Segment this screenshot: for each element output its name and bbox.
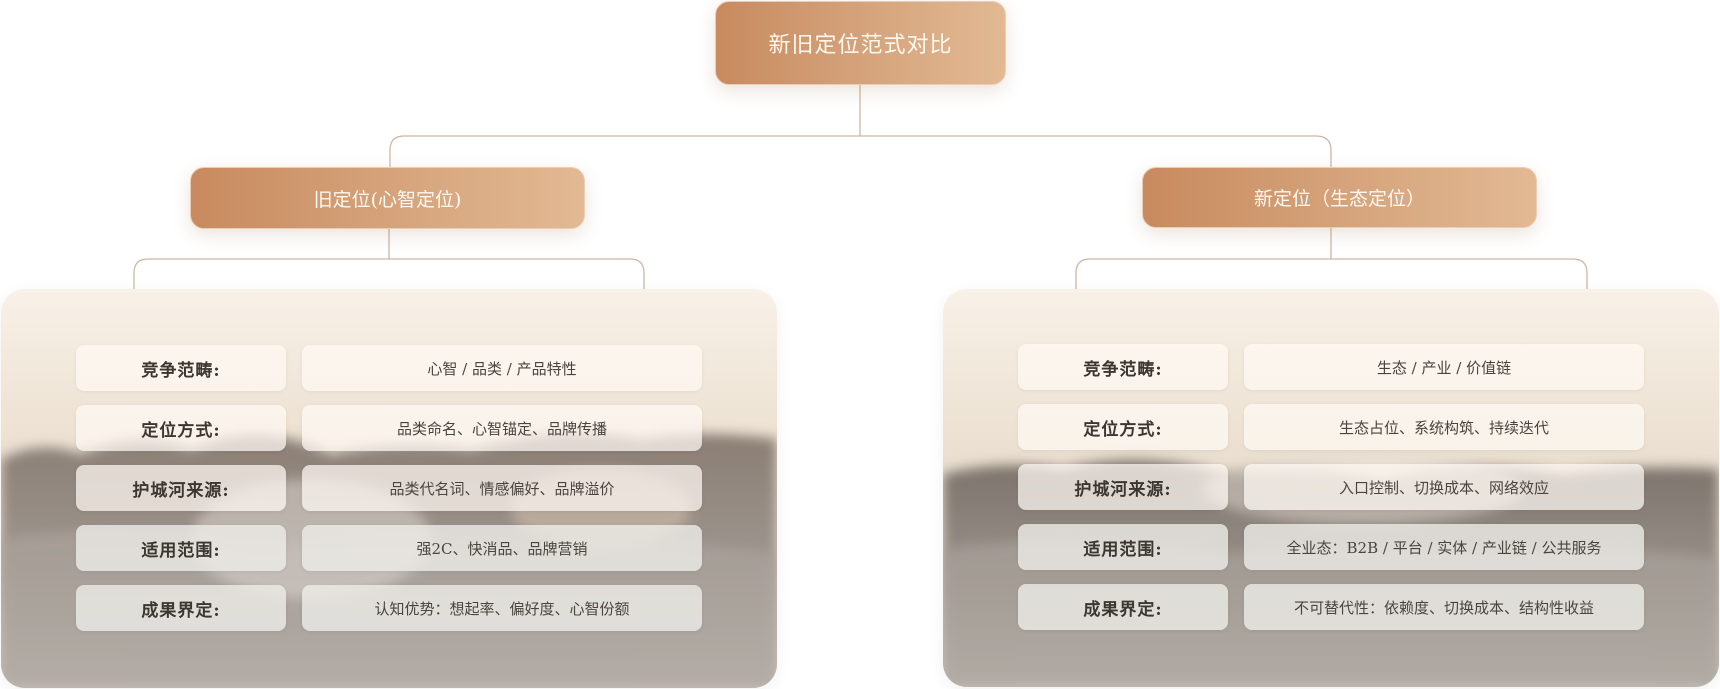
row-value: 强2C、快消品、品牌营销 [302, 525, 702, 571]
row-value: 认知优势：想起率、偏好度、心智份额 [302, 585, 702, 631]
row-value: 生态 / 产业 / 价值链 [1244, 344, 1644, 390]
row-value: 入口控制、切换成本、网络效应 [1244, 464, 1644, 510]
row-value: 品类命名、心智锚定、品牌传播 [302, 405, 702, 451]
row-key: 护城河来源: [76, 465, 286, 511]
row-value: 不可替代性：依赖度、切换成本、结构性收益 [1244, 584, 1644, 630]
row-key: 成果界定: [76, 585, 286, 631]
old-positioning-node: 旧定位(心智定位) [190, 167, 585, 229]
row-value: 生态占位、系统构筑、持续迭代 [1244, 404, 1644, 450]
row-key: 竞争范畴: [1018, 344, 1228, 390]
row-key: 定位方式: [1018, 404, 1228, 450]
old-positioning-panel: 竞争范畴: 心智 / 品类 / 产品特性 定位方式: 品类命名、心智锚定、品牌传… [1, 289, 777, 688]
row-key: 成果界定: [1018, 584, 1228, 630]
row-key: 适用范围: [1018, 524, 1228, 570]
row-value: 心智 / 品类 / 产品特性 [302, 345, 702, 391]
root-node: 新旧定位范式对比 [715, 1, 1006, 85]
old-branch [133, 258, 645, 289]
row-key: 护城河来源: [1018, 464, 1228, 510]
row-value: 品类代名词、情感偏好、品牌溢价 [302, 465, 702, 511]
row-value: 全业态：B2B / 平台 / 实体 / 产业链 / 公共服务 [1244, 524, 1644, 570]
new-positioning-panel: 竞争范畴: 生态 / 产业 / 价值链 定位方式: 生态占位、系统构筑、持续迭代… [943, 289, 1719, 687]
new-positioning-node: 新定位（生态定位） [1142, 167, 1537, 228]
row-key: 适用范围: [76, 525, 286, 571]
row-key: 定位方式: [76, 405, 286, 451]
row-key: 竞争范畴: [76, 345, 286, 391]
new-branch [1075, 258, 1588, 289]
root-branch [389, 135, 1332, 168]
